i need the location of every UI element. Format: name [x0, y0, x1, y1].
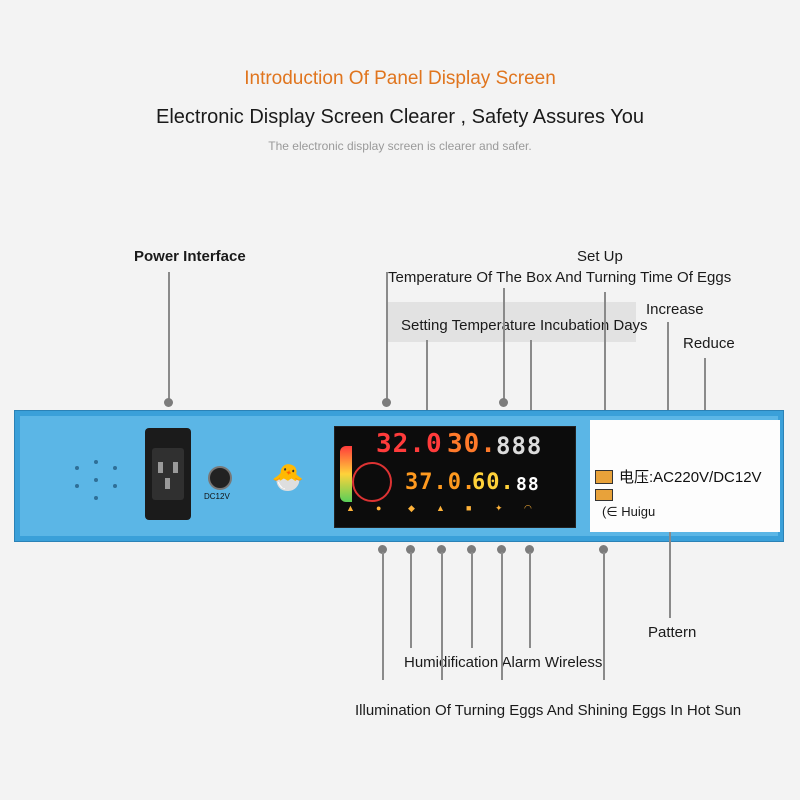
- leader-line: [168, 272, 170, 402]
- leader-line: [471, 552, 473, 648]
- voltage-spec: 电压:AC220V/DC12V: [593, 466, 765, 490]
- humid-icon: ●: [376, 503, 382, 513]
- mode-icon: [595, 489, 613, 501]
- alarm-icon: ▲: [436, 503, 445, 513]
- speaker-hole: [113, 484, 117, 488]
- leader-line: [603, 552, 605, 680]
- leader-line: [529, 552, 531, 648]
- leader-dot: [437, 545, 446, 554]
- speaker-hole: [113, 466, 117, 470]
- voltage-icon: [595, 470, 613, 484]
- leader-dot: [525, 545, 534, 554]
- lcd-counter: 888: [496, 432, 543, 460]
- lcd-turning-ring-icon: [352, 462, 392, 502]
- dc-label: DC12V: [204, 492, 230, 501]
- leader-dot: [378, 545, 387, 554]
- leader-line: [704, 358, 706, 416]
- lcd-humidity: 30.: [447, 429, 497, 459]
- page-title: Introduction Of Panel Display Screen: [244, 68, 556, 89]
- sun-icon: ✦: [495, 503, 503, 513]
- lcd-set-temperature: 37.0.: [405, 470, 477, 495]
- leader-line: [386, 272, 388, 402]
- label-set-up: Set Up: [577, 248, 623, 265]
- lcd-level-arc: [340, 446, 352, 502]
- brand-label: (∈ Huigu: [602, 504, 656, 519]
- leader-dot: [406, 545, 415, 554]
- leader-line: [503, 288, 505, 402]
- label-setting-temperature: Setting Temperature Incubation Days: [401, 317, 648, 334]
- turn-icon: ◆: [408, 503, 415, 513]
- label-pattern: Pattern: [648, 624, 697, 641]
- leader-dot: [164, 398, 173, 407]
- leader-line: [530, 340, 532, 466]
- label-illumination: Illumination Of Turning Eggs And Shining…: [355, 702, 742, 719]
- voltage-spec-text: 电压:AC220V/DC12V: [619, 469, 762, 486]
- leader-line: [604, 292, 606, 414]
- speaker-hole: [94, 478, 98, 482]
- speaker-hole: [94, 496, 98, 500]
- socket-pin: [165, 478, 170, 489]
- leader-dot: [497, 545, 506, 554]
- speaker-hole: [94, 460, 98, 464]
- chick-egg-icon: 🐣: [271, 462, 305, 492]
- speaker-hole: [75, 484, 79, 488]
- page-subtitle: Electronic Display Screen Clearer , Safe…: [155, 106, 645, 128]
- dc-jack[interactable]: [208, 466, 232, 490]
- leader-line: [441, 552, 443, 680]
- lcd-temperature: 32.0: [376, 429, 443, 459]
- lcd-set-humidity: 60.: [472, 470, 515, 495]
- leader-dot: [599, 545, 608, 554]
- wireless-icon: ◠: [524, 503, 532, 513]
- leader-line: [426, 340, 428, 462]
- speaker-hole: [75, 466, 79, 470]
- power-socket-inner: [152, 448, 184, 500]
- heat-icon: ▲: [346, 503, 355, 513]
- setting-label-background: [387, 302, 636, 342]
- lcd-days: 88: [516, 474, 540, 495]
- leader-dot: [382, 398, 391, 407]
- socket-pin: [173, 462, 178, 473]
- socket-pin: [158, 462, 163, 473]
- leader-dot: [499, 398, 508, 407]
- button-area: [590, 420, 780, 532]
- leader-line: [382, 552, 384, 680]
- light-icon: ■: [466, 503, 472, 513]
- leader-line: [669, 532, 671, 618]
- leader-line: [667, 322, 669, 414]
- label-temperature-box: Temperature Of The Box And Turning Time …: [388, 269, 732, 286]
- label-reduce: Reduce: [683, 335, 735, 352]
- leader-line: [501, 552, 503, 680]
- leader-dot: [467, 545, 476, 554]
- label-increase: Increase: [646, 301, 704, 318]
- leader-line: [410, 552, 412, 648]
- label-power-interface: Power Interface: [134, 248, 246, 265]
- label-humidification: Humidification Alarm Wireless: [404, 654, 603, 671]
- page-small-subtitle: The electronic display screen is clearer…: [268, 139, 532, 153]
